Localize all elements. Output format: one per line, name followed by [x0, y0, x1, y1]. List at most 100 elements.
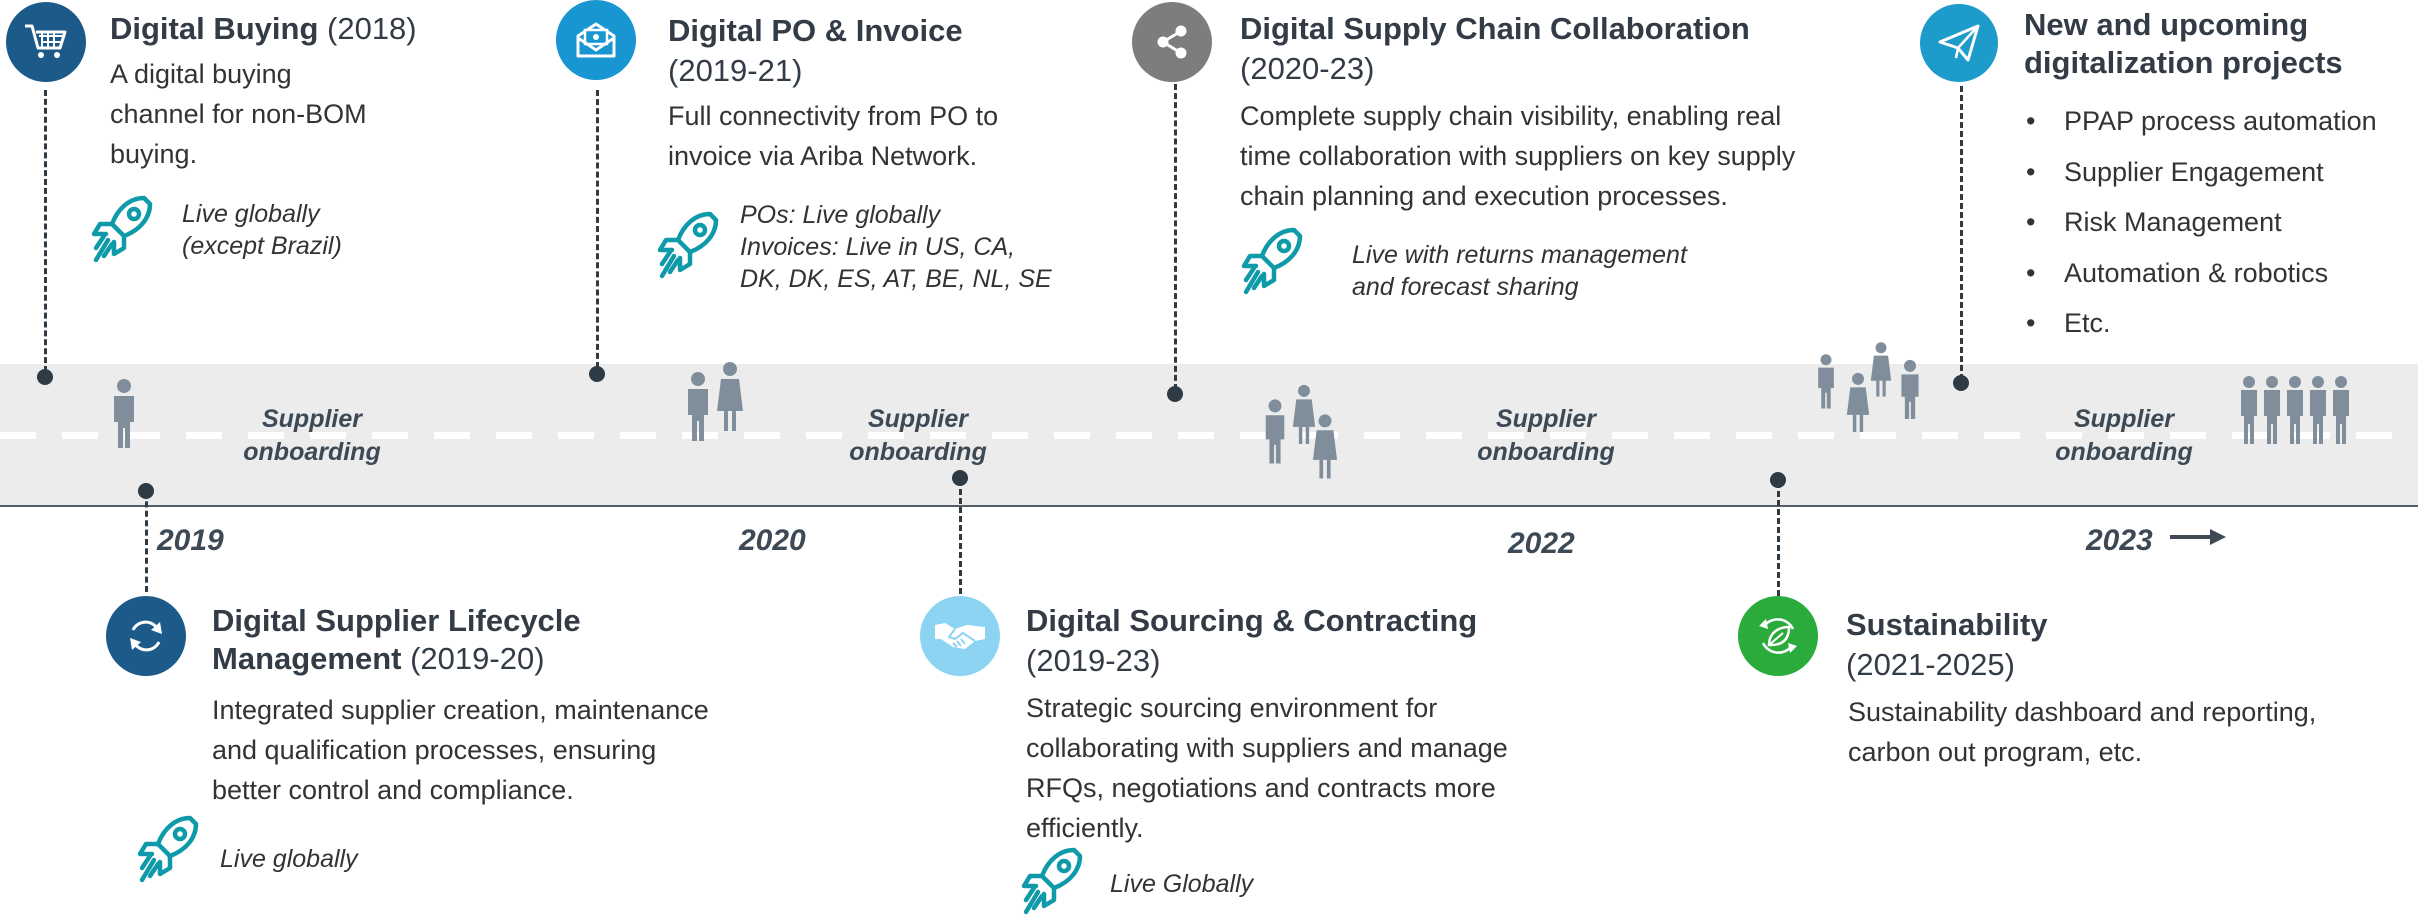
milestone-dot [1953, 375, 1969, 391]
milestone-title: Digital Supply Chain Collaboration [1240, 11, 1750, 46]
road-dash [930, 432, 966, 439]
road-dash [310, 432, 346, 439]
road-dash [496, 432, 532, 439]
person-icon [1818, 354, 1834, 409]
milestone-connector [1174, 84, 1177, 390]
arrow-right-icon [2170, 529, 2226, 545]
year-label: 2020 [739, 524, 806, 557]
person-icon [114, 379, 134, 448]
year-label: 2019 [157, 524, 224, 557]
milestone-title: Digital PO & Invoice [668, 13, 963, 48]
person-icon [1265, 399, 1285, 464]
leaf-recycle-icon [1738, 596, 1818, 676]
road-dash [1736, 432, 1772, 439]
person-icon [688, 372, 708, 441]
milestone-dot [1770, 472, 1786, 488]
road-dash [620, 432, 656, 439]
list-item: Automation & robotics [2022, 248, 2377, 299]
share-icon [1132, 2, 1212, 82]
timeline-axis [0, 505, 2418, 507]
milestone-connector [1960, 86, 1963, 380]
road-dash [558, 432, 594, 439]
list-item: PPAP process automation [2022, 96, 2377, 147]
milestone-period: (2019-23) [1026, 643, 1161, 678]
list-item: Etc. [2022, 298, 2377, 349]
list-item: Risk Management [2022, 197, 2377, 248]
road-dash [744, 432, 780, 439]
milestone-connector [44, 90, 47, 372]
milestone-period: (2021-2025) [1846, 647, 2015, 682]
person-icon [1870, 342, 1892, 397]
milestone-title: Sustainability [1846, 607, 2048, 642]
milestone-description: Complete supply chain visibility, enabli… [1240, 101, 1796, 211]
milestone-period: (2019-21) [668, 53, 803, 88]
road-dash [1674, 432, 1710, 439]
road-dash [1860, 432, 1896, 439]
milestone-connector [1777, 482, 1780, 596]
road-dash [2294, 432, 2330, 439]
road-dash [434, 432, 470, 439]
shopping-cart-icon [6, 2, 86, 82]
group-people-icon [2241, 376, 2349, 444]
road-dash [1922, 432, 1958, 439]
road-dash [1612, 432, 1648, 439]
road-dash [1984, 432, 2020, 439]
milestone-status: Live globally(except Brazil) [182, 200, 342, 260]
road-dash [992, 432, 1028, 439]
milestone-title: Digital Supplier Lifecycle Management (2… [212, 603, 581, 676]
year-label: 2023 [2086, 524, 2153, 557]
road-dash [1426, 432, 1462, 439]
road-dash [806, 432, 842, 439]
milestone-connector [959, 480, 962, 594]
rocket-icon [1020, 846, 1084, 918]
person-icon [1901, 359, 1919, 419]
road-dash [62, 432, 98, 439]
milestone-description: Sustainability dashboard and reporting,c… [1848, 697, 2317, 767]
road-dash [186, 432, 222, 439]
project-list: PPAP process automation Supplier Engagem… [2022, 96, 2377, 349]
milestone-period: (2020-23) [1240, 51, 1375, 86]
rocket-icon [1240, 226, 1304, 298]
milestone-connector [596, 90, 599, 368]
milestone-connector [145, 492, 148, 592]
list-item: Supplier Engagement [2022, 147, 2377, 198]
person-icon [1846, 372, 1870, 432]
milestone-status: Live Globally [1110, 870, 1254, 898]
road-dash [868, 432, 904, 439]
road-dash [1798, 432, 1834, 439]
road-dash [1116, 432, 1152, 439]
road-dash [2170, 432, 2206, 439]
road-dash [124, 432, 160, 439]
handshake-icon [920, 596, 1000, 676]
milestone-description: Integrated supplier creation, maintenanc… [212, 695, 709, 805]
road-dash [2108, 432, 2144, 439]
road-dash [2356, 432, 2392, 439]
year-label: 2022 [1508, 527, 1575, 560]
road-dash [372, 432, 408, 439]
rocket-icon [90, 194, 154, 266]
road-dash [1364, 432, 1400, 439]
road-dash [0, 432, 36, 439]
milestone-status: Live globally [220, 845, 358, 873]
milestone-dot [37, 369, 53, 385]
envelope-invoice-icon [556, 0, 636, 80]
road-dash [248, 432, 284, 439]
milestone-dot [589, 366, 605, 382]
milestone-title: Digital Buying (2018) [110, 11, 417, 46]
person-icon [717, 362, 743, 431]
road-dash [1178, 432, 1214, 439]
paper-plane-icon [1920, 4, 1998, 82]
rocket-icon [136, 814, 200, 886]
road-dash [1240, 432, 1276, 439]
milestone-title: Digital Sourcing & Contracting [1026, 603, 1478, 638]
rocket-icon [656, 210, 720, 282]
milestone-dot [1167, 386, 1183, 402]
